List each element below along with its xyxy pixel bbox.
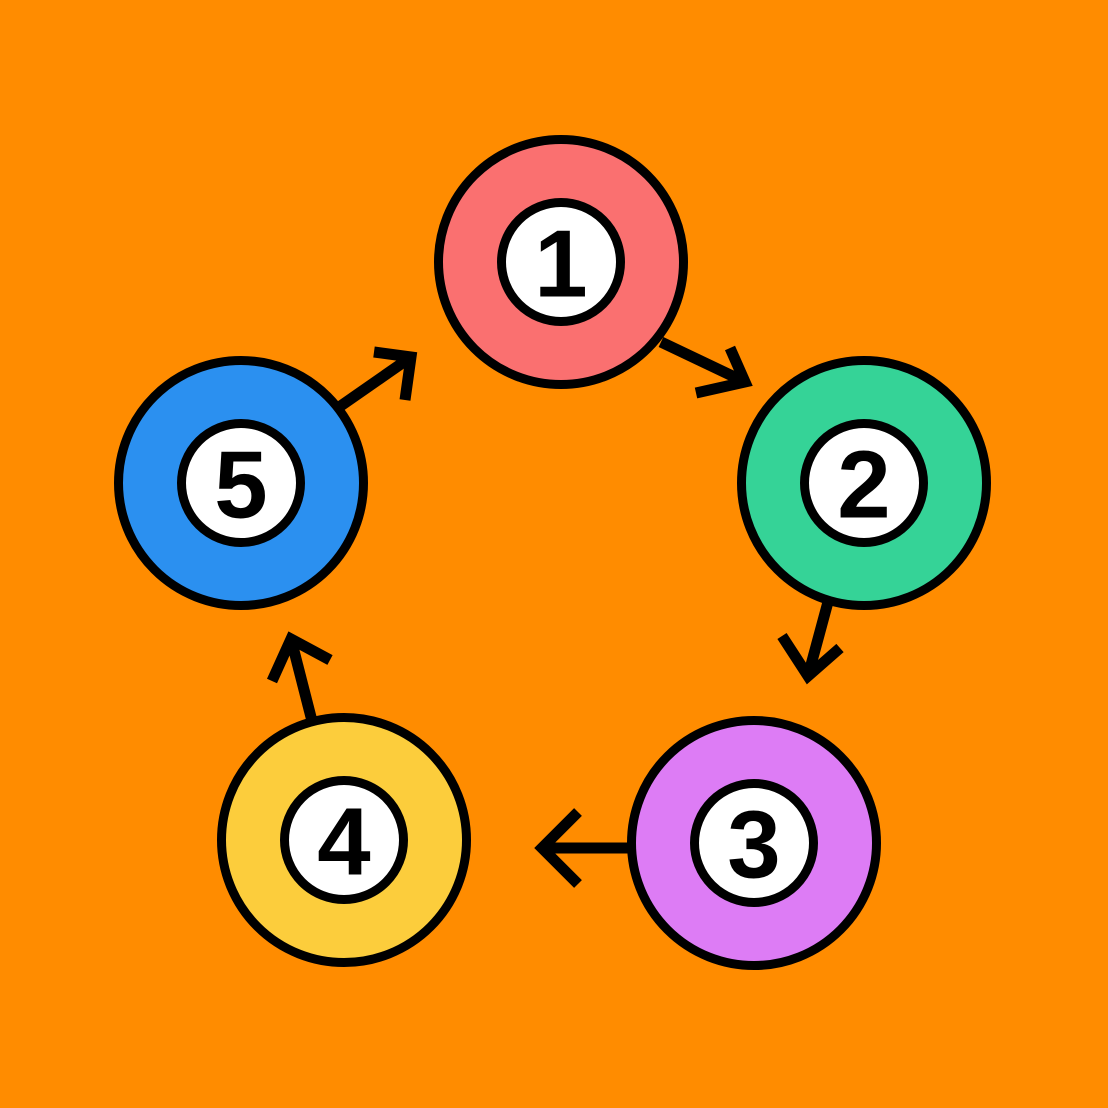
arrow-5-to-1 — [328, 346, 418, 417]
node-2-inner-circle — [800, 419, 928, 547]
arrow-2-to-3-shaft — [802, 600, 834, 678]
arrow-4-to-5 — [266, 631, 333, 723]
arrow-3-to-4-head — [534, 808, 582, 888]
arrow-1-to-2-head — [694, 345, 753, 399]
node-1-inner-circle — [497, 198, 625, 326]
node-1[interactable]: 1 — [434, 135, 688, 389]
arrow-1-to-2 — [658, 337, 753, 399]
node-5-inner-circle — [177, 419, 305, 547]
node-5-label: 5 — [214, 432, 267, 539]
arrow-2-to-3 — [777, 600, 844, 685]
node-4-inner-circle — [280, 776, 408, 904]
node-5[interactable]: 5 — [114, 356, 368, 610]
nodes-layer: 1 2 3 4 5 — [114, 135, 991, 970]
node-2-label: 2 — [837, 432, 890, 539]
arrow-3-to-4 — [534, 808, 632, 888]
arrow-5-to-1-head — [373, 346, 418, 401]
node-3-inner-circle — [690, 779, 818, 907]
node-2[interactable]: 2 — [737, 356, 991, 610]
arrow-4-to-5-shaft — [285, 637, 318, 723]
node-3[interactable]: 3 — [627, 716, 881, 970]
arrow-1-to-2-shaft — [658, 337, 748, 387]
arrow-5-to-1-shaft — [328, 352, 415, 417]
node-1-label: 1 — [534, 211, 587, 318]
arrow-4-to-5-head — [266, 631, 333, 684]
node-4-label: 4 — [317, 789, 370, 896]
arrows-layer — [266, 337, 844, 888]
node-3-label: 3 — [727, 792, 780, 899]
arrow-2-to-3-head — [777, 633, 844, 685]
node-4[interactable]: 4 — [217, 713, 471, 967]
